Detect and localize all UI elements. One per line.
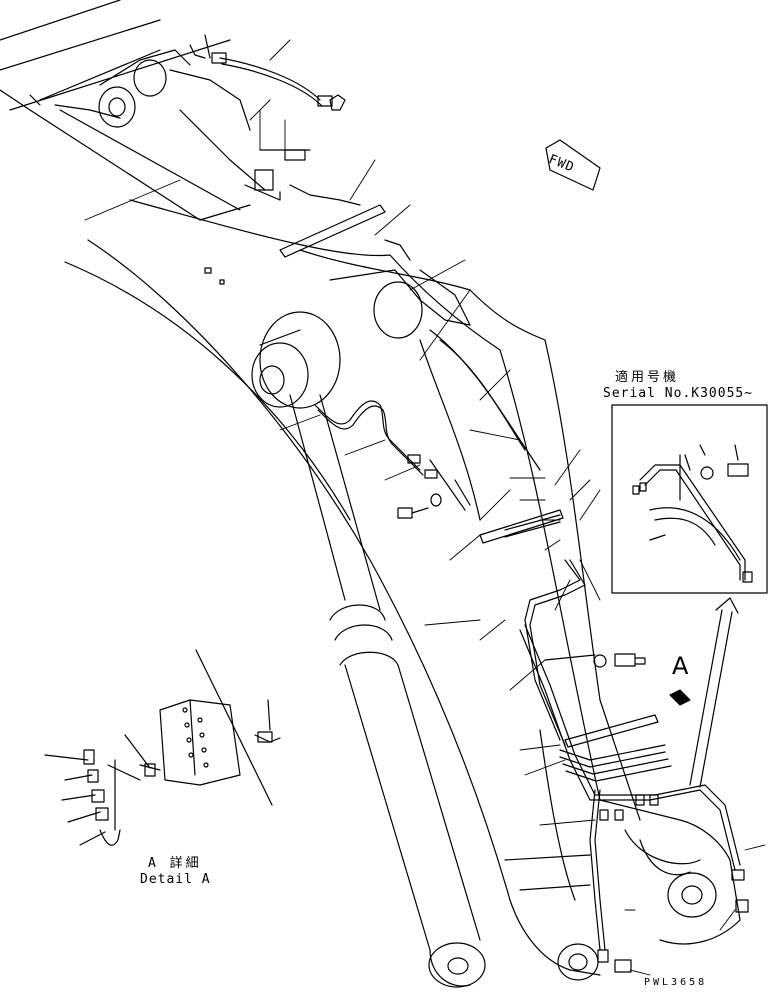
boom-cylinder (251, 311, 486, 988)
detail-label-en: Detail A (140, 872, 211, 887)
detail-label-ja: A 詳細 (148, 856, 202, 871)
serial-inset (611, 404, 768, 594)
view-arrow (669, 597, 739, 788)
hose-fittings (314, 400, 471, 519)
bolts-main (593, 653, 749, 973)
clamps (244, 149, 659, 748)
leader-lines (84, 39, 766, 976)
detail-a-inset (44, 649, 281, 846)
serial-number-label: Serial No.K30055~ (603, 386, 754, 401)
cover-plates (204, 239, 471, 339)
hydraulic-pipes (419, 329, 741, 951)
fwd-arrow (545, 139, 601, 191)
view-callout-label: A (672, 652, 689, 680)
boom-foot (0, 0, 266, 221)
serial-applicability-title: 適用号機 (615, 370, 680, 385)
drawing-number: PWL3658 (644, 977, 708, 988)
boom-outline (64, 199, 741, 976)
hoses-top (189, 34, 361, 206)
boom-end-lug (557, 839, 717, 981)
